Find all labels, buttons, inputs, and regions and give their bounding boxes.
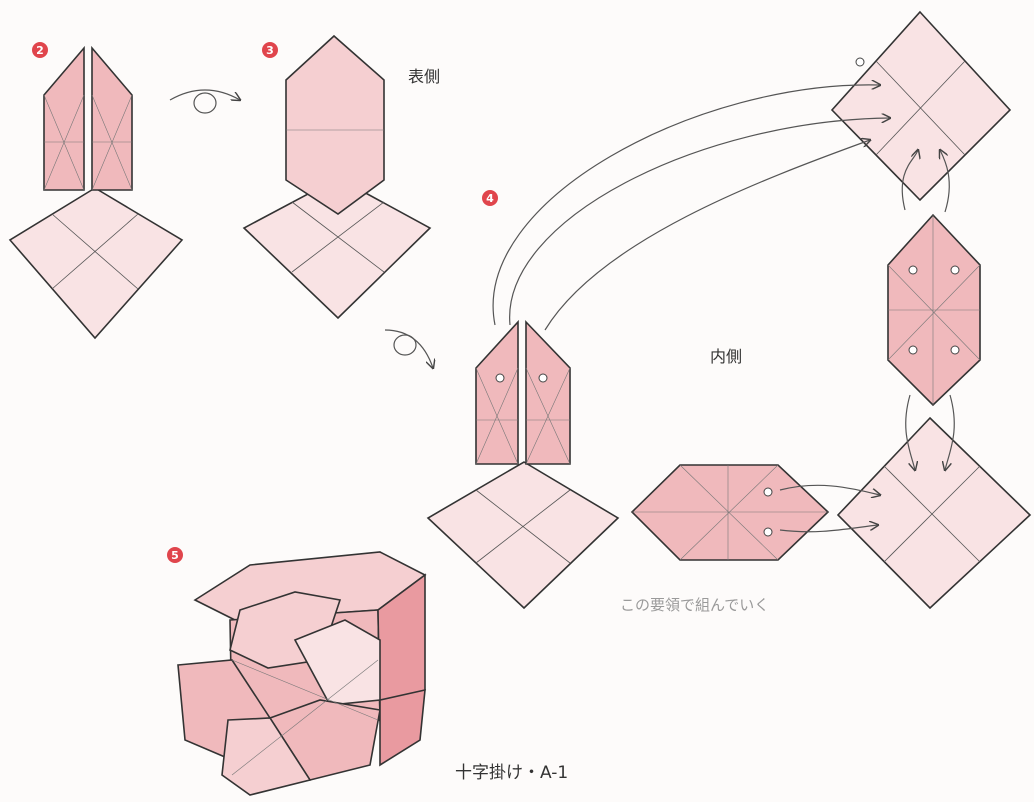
assembly-arrows — [492, 85, 955, 533]
step-5-cube — [177, 551, 427, 796]
step-4-left-flap — [475, 319, 519, 465]
step-2-left-flap — [43, 45, 85, 191]
inner-side-label: 内側 — [710, 347, 742, 366]
step-3-diamond — [242, 177, 432, 320]
assembly-bottom-unit — [836, 416, 1032, 610]
step-4-diamond — [426, 461, 620, 610]
step-4-badge — [482, 190, 498, 206]
step-3-number: 3 — [266, 44, 274, 57]
caption-label: 十字掛け・A-1 — [455, 763, 568, 783]
step-3-figure — [242, 34, 432, 320]
flip-over-icon — [169, 89, 240, 114]
instruction-label: この要領で組んでいく — [620, 596, 769, 614]
step-2-right-flap — [91, 45, 133, 191]
assembly-middle-unit — [887, 213, 981, 407]
step-5-number: 5 — [171, 549, 179, 562]
step-4-right-flap — [525, 320, 571, 465]
step-2-number: 2 — [36, 44, 44, 57]
step-2-diamond — [8, 187, 184, 340]
assembly-top-unit — [830, 10, 1012, 202]
step-4-number: 4 — [486, 192, 494, 205]
flip-over-icon — [384, 329, 433, 368]
step-4-figure — [426, 319, 620, 610]
step-5-badge — [167, 547, 183, 563]
outer-side-label: 表側 — [408, 67, 440, 86]
step-2-badge — [32, 42, 48, 58]
step-3-badge — [262, 42, 278, 58]
assembly-side-unit — [630, 464, 830, 561]
step-3-top-panel — [285, 34, 385, 215]
step-2-figure — [8, 45, 184, 340]
step-badges: 2 3 4 5 — [32, 42, 498, 563]
